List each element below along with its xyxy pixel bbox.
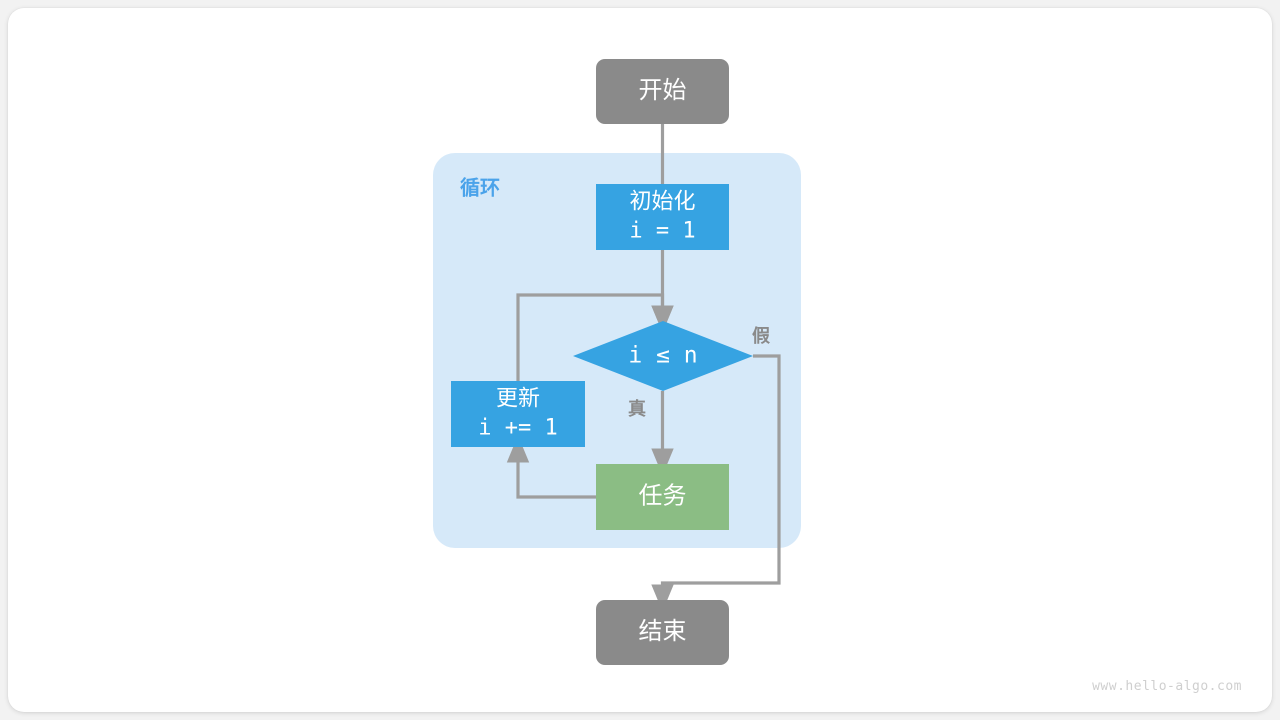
task-node-shape [596,464,729,530]
edge-label-false: 假 [752,325,771,346]
init-node-text-1: i = 1 [629,219,695,244]
update-node-text-0: 更新 [496,385,540,410]
start-node-text-0: 开始 [639,77,687,104]
end-node-shape [596,600,729,665]
task-node-text-0: 任务 [639,482,687,509]
condition-node-text-0: i ≤ n [628,343,697,369]
loop-group-label: 循环 [460,175,500,199]
update-node-shape [451,381,585,447]
edge-task-to-update [506,435,596,499]
edge-update-to-condition [516,293,674,381]
start-node-shape [596,59,729,124]
site-watermark: www.hello-algo.com [1092,679,1242,694]
condition-node-shape [573,321,753,391]
edge-label-layer: 真假 [628,325,771,419]
update-node-text-1: i += 1 [478,416,557,441]
edge-label-true: 真 [628,398,646,419]
edge-layer [506,124,781,612]
edge-condition-false-to-end [651,354,781,612]
init-node-text-0: 初始化 [629,188,695,213]
end-node-text-0: 结束 [639,618,687,645]
init-node-shape [596,184,729,250]
